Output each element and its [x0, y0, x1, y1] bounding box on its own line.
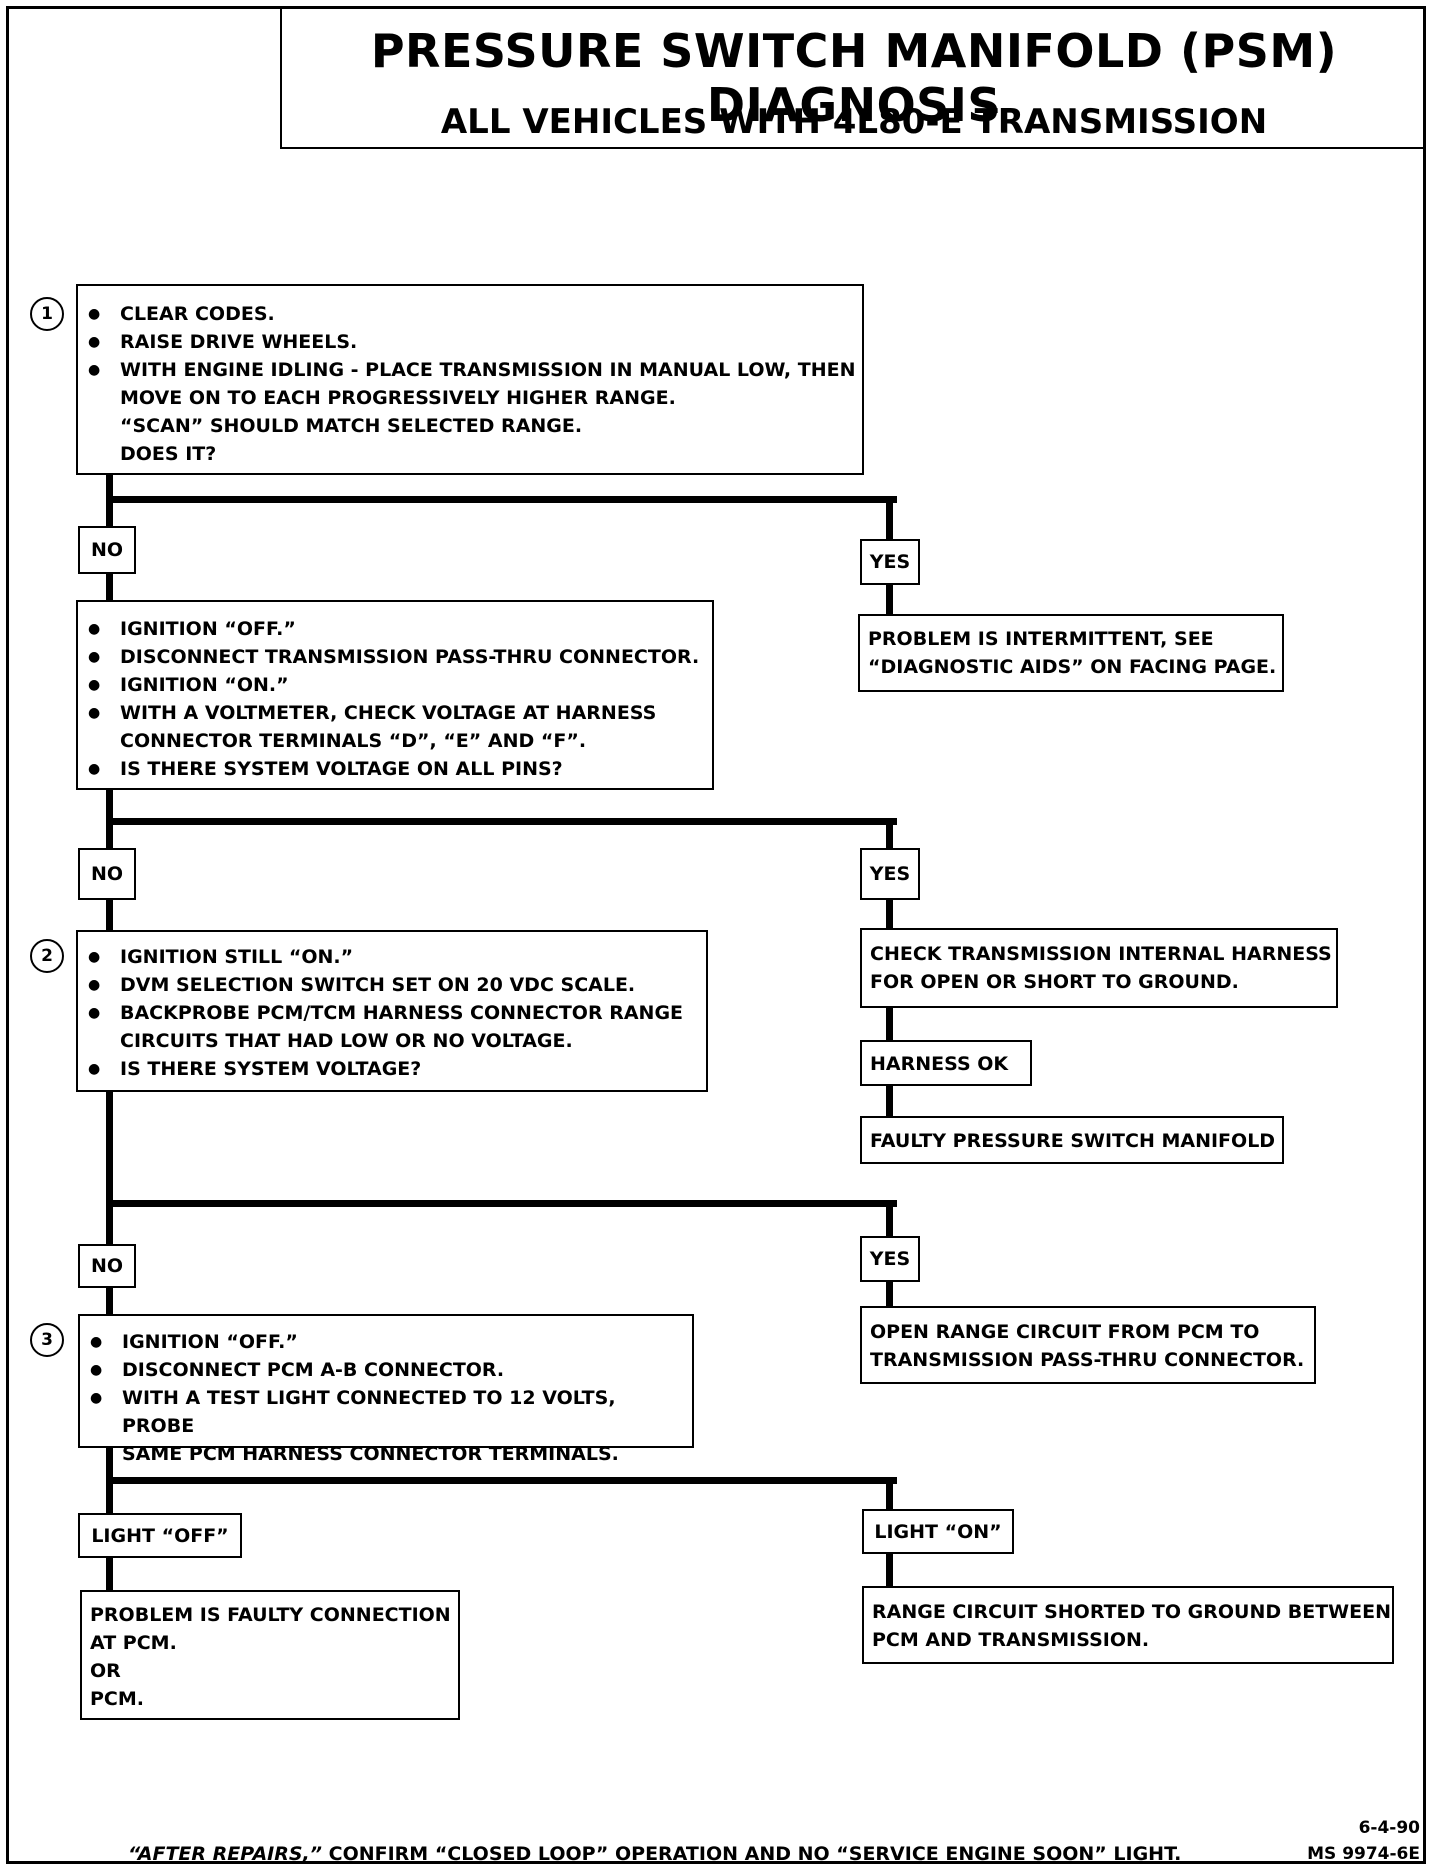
result-intermittent: PROBLEM IS INTERMITTENT, SEE “DIAGNOSTIC… — [858, 614, 1284, 692]
connector-line — [106, 574, 113, 600]
branch-yes-label: YES — [860, 539, 920, 585]
step-3-bullet: DISCONNECT PCM A-B CONNECTOR. — [80, 1356, 692, 1384]
connector-line — [106, 900, 113, 930]
connector-line — [886, 1554, 893, 1586]
step-2-bullet: BACKPROBE PCM/TCM HARNESS CONNECTOR RANG… — [78, 999, 706, 1027]
connector-line — [106, 1200, 897, 1207]
connector-line — [106, 1477, 897, 1484]
after-repairs-label: “AFTER REPAIRS,” — [128, 1843, 322, 1865]
check-voltage-bullet: IGNITION “ON.” — [78, 671, 712, 699]
check-voltage-bullet: WITH A VOLTMETER, CHECK VOLTAGE AT HARNE… — [78, 699, 712, 727]
step-2-bullet: DVM SELECTION SWITCH SET ON 20 VDC SCALE… — [78, 971, 706, 999]
connector-line — [106, 1288, 113, 1314]
step-number-1: 1 — [30, 297, 64, 331]
branch-yes-label: YES — [860, 848, 920, 900]
check-voltage-question: IS THERE SYSTEM VOLTAGE ON ALL PINS? — [78, 755, 712, 783]
branch-no-label: NO — [78, 848, 136, 900]
result-harness-ok: HARNESS OK — [860, 1040, 1032, 1086]
step-1-bullet: RAISE DRIVE WHEELS. — [78, 328, 862, 356]
branch-no-label: NO — [78, 526, 136, 574]
page-title: PRESSURE SWITCH MANIFOLD (PSM) DIAGNOSIS — [370, 24, 1338, 132]
connector-line — [106, 818, 113, 848]
after-repairs-note: “AFTER REPAIRS,” CONFIRM “CLOSED LOOP” O… — [128, 1843, 1181, 1865]
connector-line — [106, 1558, 113, 1590]
step-1-text: MOVE ON TO EACH PROGRESSIVELY HIGHER RAN… — [120, 387, 676, 409]
connector-line — [886, 584, 893, 614]
connector-line — [106, 496, 897, 503]
step-2-text: CIRCUITS THAT HAD LOW OR NO VOLTAGE. — [120, 1030, 573, 1052]
connector-line — [106, 1092, 113, 1206]
step-3-box: IGNITION “OFF.” DISCONNECT PCM A-B CONNE… — [78, 1314, 694, 1465]
step-2-question: IS THERE SYSTEM VOLTAGE? — [78, 1055, 706, 1083]
branch-yes-label: YES — [860, 1236, 920, 1282]
step-number-2: 2 — [30, 939, 64, 973]
page-border — [6, 6, 1426, 1864]
connector-line — [106, 475, 113, 505]
connector-line — [106, 496, 113, 526]
check-voltage-bullet: IGNITION “OFF.” — [78, 615, 712, 643]
result-faulty-psm: FAULTY PRESSURE SWITCH MANIFOLD — [860, 1116, 1284, 1164]
after-repairs-text: CONFIRM “CLOSED LOOP” OPERATION AND NO “… — [328, 1843, 1182, 1865]
document-date: 6-4-90 — [1358, 1818, 1420, 1838]
branch-light-off-label: LIGHT “OFF” — [78, 1513, 242, 1558]
document-code: MS 9974-6E — [1307, 1844, 1420, 1864]
step-3-bullet: IGNITION “OFF.” — [80, 1328, 692, 1356]
step-1-bullet: WITH ENGINE IDLING - PLACE TRANSMISSION … — [78, 356, 862, 384]
connector-line — [886, 1200, 893, 1236]
result-check-harness: CHECK TRANSMISSION INTERNAL HARNESS FOR … — [860, 928, 1338, 1008]
document-code-block: 6-4-90 MS 9974-6E — [1280, 1815, 1420, 1867]
step-1-question: DOES IT? — [120, 443, 217, 465]
connector-line — [886, 1086, 893, 1116]
step-number-3: 3 — [30, 1323, 64, 1357]
connector-line — [886, 1282, 893, 1306]
step-1-box: CLEAR CODES. RAISE DRIVE WHEELS. WITH EN… — [76, 284, 864, 475]
step-3-text: SAME PCM HARNESS CONNECTOR TERMINALS. — [122, 1443, 619, 1465]
title-block: PRESSURE SWITCH MANIFOLD (PSM) DIAGNOSIS… — [280, 6, 1426, 149]
step-1-bullet: CLEAR CODES. — [78, 300, 862, 328]
connector-line — [886, 818, 893, 848]
result-open-range: OPEN RANGE CIRCUIT FROM PCM TO TRANSMISS… — [860, 1306, 1316, 1384]
connector-line — [886, 1477, 893, 1509]
connector-line — [106, 790, 113, 824]
step-2-box: IGNITION STILL “ON.” DVM SELECTION SWITC… — [76, 930, 708, 1092]
step-2-bullet: IGNITION STILL “ON.” — [78, 943, 706, 971]
page-subtitle: ALL VEHICLES WITH 4L80-E TRANSMISSION — [440, 102, 1268, 142]
step-1-text: “SCAN” SHOULD MATCH SELECTED RANGE. — [120, 415, 583, 437]
branch-light-on-label: LIGHT “ON” — [862, 1509, 1014, 1554]
connector-line — [106, 1477, 113, 1513]
connector-line — [106, 818, 897, 825]
result-faulty-connection: PROBLEM IS FAULTY CONNECTION AT PCM. OR … — [80, 1590, 460, 1720]
branch-no-label: NO — [78, 1244, 136, 1288]
check-voltage-box: IGNITION “OFF.” DISCONNECT TRANSMISSION … — [76, 600, 714, 790]
connector-line — [106, 1448, 113, 1484]
result-range-shorted: RANGE CIRCUIT SHORTED TO GROUND BETWEEN … — [862, 1586, 1394, 1664]
connector-line — [886, 900, 893, 928]
check-voltage-text: CONNECTOR TERMINALS “D”, “E” AND “F”. — [120, 730, 587, 752]
connector-line — [886, 496, 893, 539]
step-3-bullet: WITH A TEST LIGHT CONNECTED TO 12 VOLTS,… — [80, 1384, 692, 1440]
connector-line — [106, 1200, 113, 1244]
check-voltage-bullet: DISCONNECT TRANSMISSION PASS-THRU CONNEC… — [78, 643, 712, 671]
connector-line — [886, 1008, 893, 1040]
